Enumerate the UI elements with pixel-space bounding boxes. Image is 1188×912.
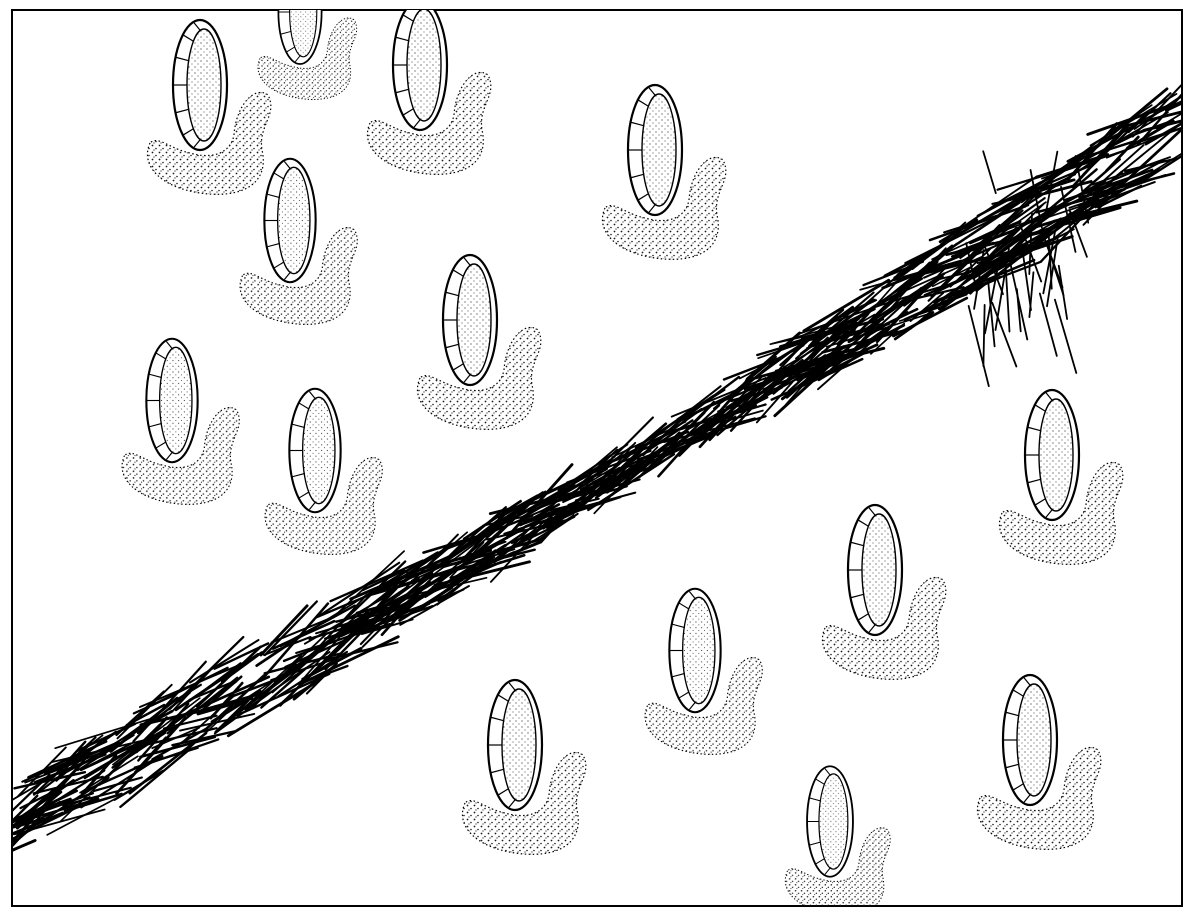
fiber (983, 305, 984, 366)
fiber (0, 838, 10, 878)
